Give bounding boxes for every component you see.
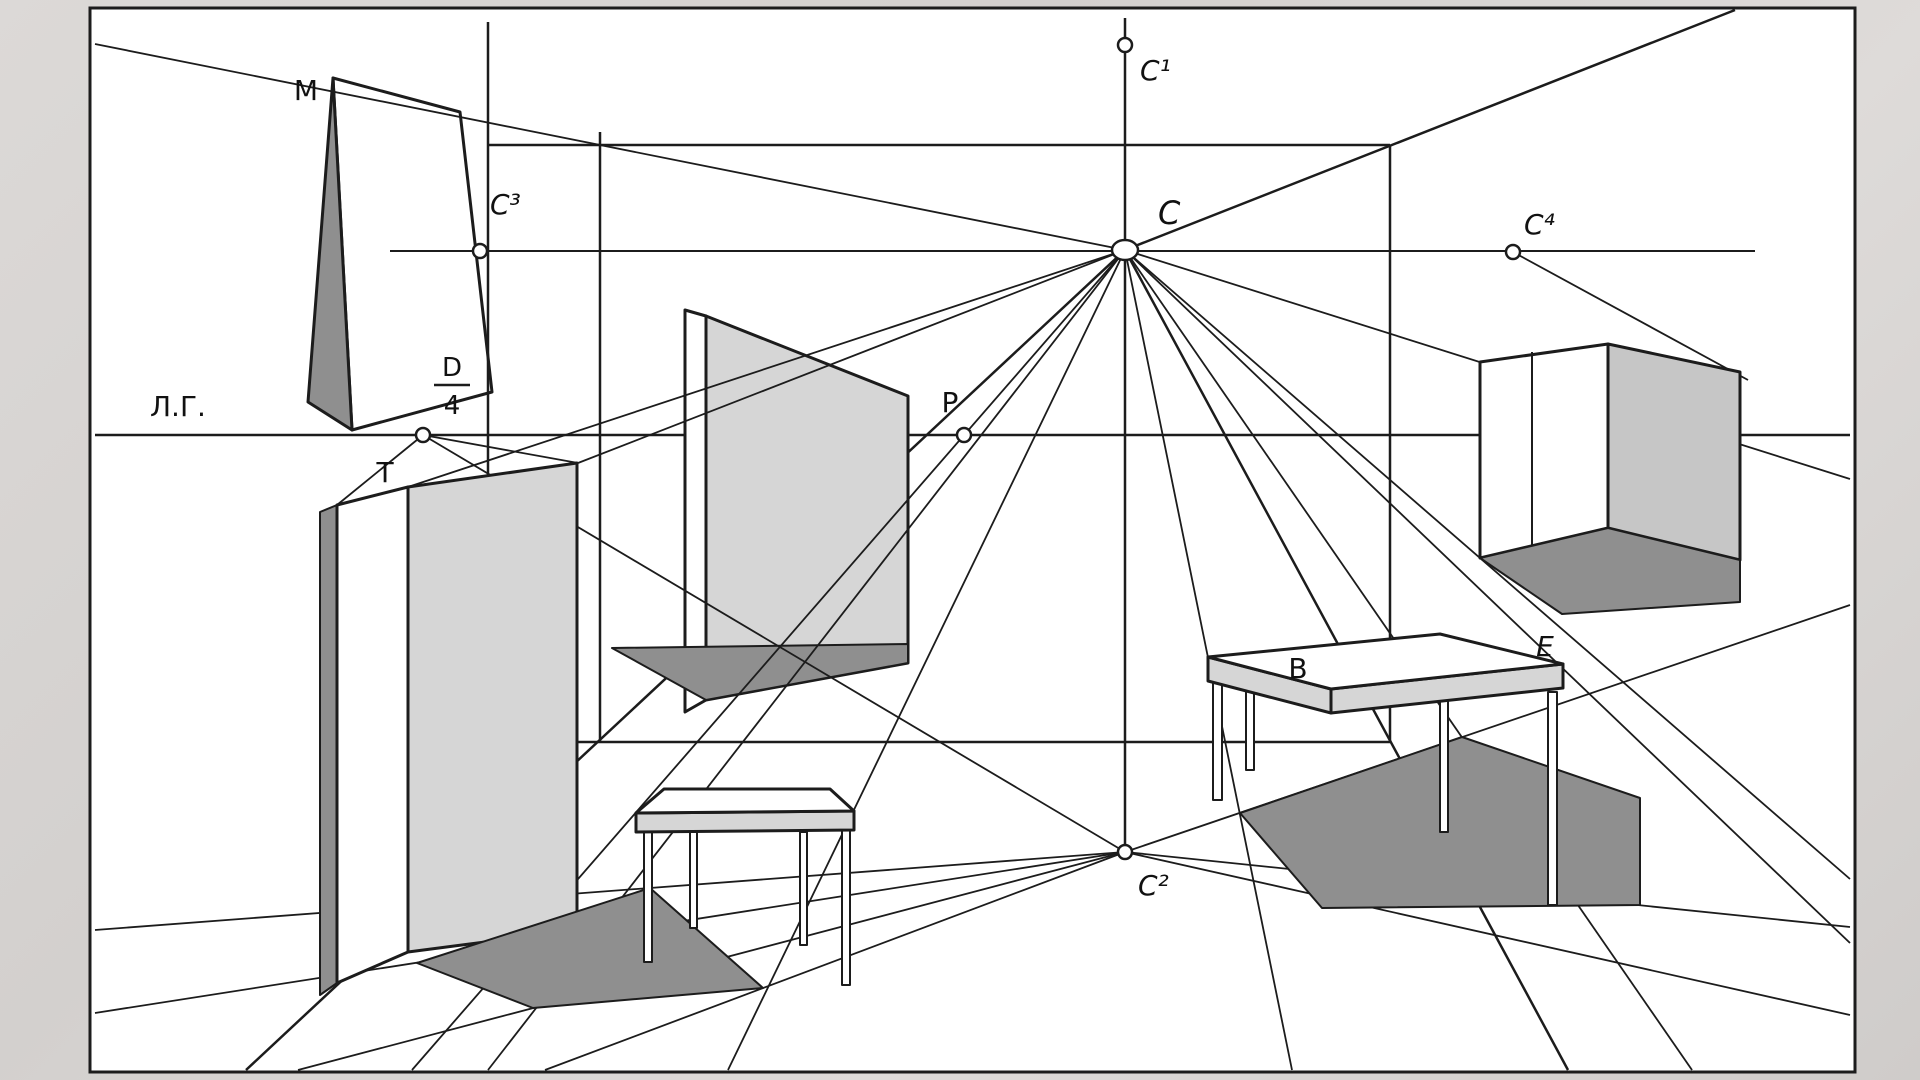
- ray-c2-shadow-left-3: [94, 851, 1126, 931]
- label-c: C: [1158, 194, 1181, 232]
- label-p: P: [942, 386, 959, 419]
- point-c1-marker: [1116, 36, 1134, 54]
- small-table-leg-back-left: [689, 831, 698, 929]
- label-c3: C³: [490, 188, 521, 221]
- ray-c-table-front-right: [727, 249, 1126, 1071]
- large-table: [1206, 632, 1641, 909]
- ray-c2-floor-right-1: [1124, 851, 1851, 1016]
- point-c-marker: [1110, 238, 1140, 262]
- label-c2: C²: [1138, 869, 1169, 902]
- wall-cabinet: [1478, 342, 1742, 615]
- point-c4-marker: [1504, 243, 1522, 261]
- label-b: B: [1288, 652, 1307, 685]
- small-table-shadow: [416, 887, 764, 1009]
- wardrobe-dark-edge: [319, 504, 338, 996]
- label-d-numerator: D: [442, 353, 462, 383]
- ray-t-wardrobe-right: [422, 434, 579, 464]
- label-m: M: [294, 74, 318, 107]
- small-table-top: [634, 787, 856, 815]
- cabinet-bottom-face: [1479, 527, 1741, 615]
- ray-c4-cabinet: [1512, 251, 1749, 381]
- ray-c-wardrobe-top-left: [407, 249, 1126, 488]
- ray-t-wardrobe-left: [336, 434, 424, 506]
- cabinet-front-face: [1478, 342, 1610, 560]
- ray-c-ceiling-left: [94, 43, 1126, 251]
- point-c3-marker: [471, 242, 489, 260]
- label-horizon: Л.Г.: [150, 390, 206, 423]
- small-table-leg-front-right: [841, 827, 851, 986]
- door-bottom-shadow: [611, 643, 909, 701]
- labels-layer: M Л.Г. T D 4 P C C¹ C² C³ C⁴ B E: [150, 54, 1555, 902]
- point-markers: [414, 36, 1522, 861]
- ray-c2-shadow-left-4: [544, 851, 1126, 1071]
- wardrobe-side-face: [335, 485, 410, 985]
- ray-c-cabinet-bottom: [1124, 249, 1851, 880]
- label-e: E: [1536, 630, 1554, 663]
- ceiling-right-diagonal: [1124, 8, 1736, 252]
- small-table-leg-front-left: [643, 829, 653, 963]
- small-table: [416, 787, 856, 1009]
- shadow-flag: [306, 76, 494, 432]
- label-c4: C⁴: [1524, 208, 1555, 241]
- label-d-denominator: 4: [444, 391, 461, 421]
- wardrobe: [319, 461, 579, 996]
- point-p-marker: [955, 426, 973, 444]
- large-table-leg-front-right: [1547, 691, 1558, 906]
- ray-c-bigtable-right: [1124, 249, 1851, 944]
- point-c2-marker: [1116, 843, 1134, 861]
- open-door-panel: [611, 308, 910, 714]
- cabinet-side-face: [1606, 342, 1742, 562]
- label-c1: C¹: [1140, 54, 1171, 87]
- flag-shadow-triangle: [306, 76, 354, 432]
- ray-c-wardrobe-top-right: [577, 249, 1126, 464]
- small-table-leg-back-right: [799, 831, 808, 946]
- label-t: T: [375, 456, 394, 489]
- point-t-marker: [414, 426, 432, 444]
- large-table-leg-front-left: [1212, 681, 1223, 801]
- wardrobe-front-face: [406, 461, 579, 954]
- large-table-top: [1206, 632, 1565, 691]
